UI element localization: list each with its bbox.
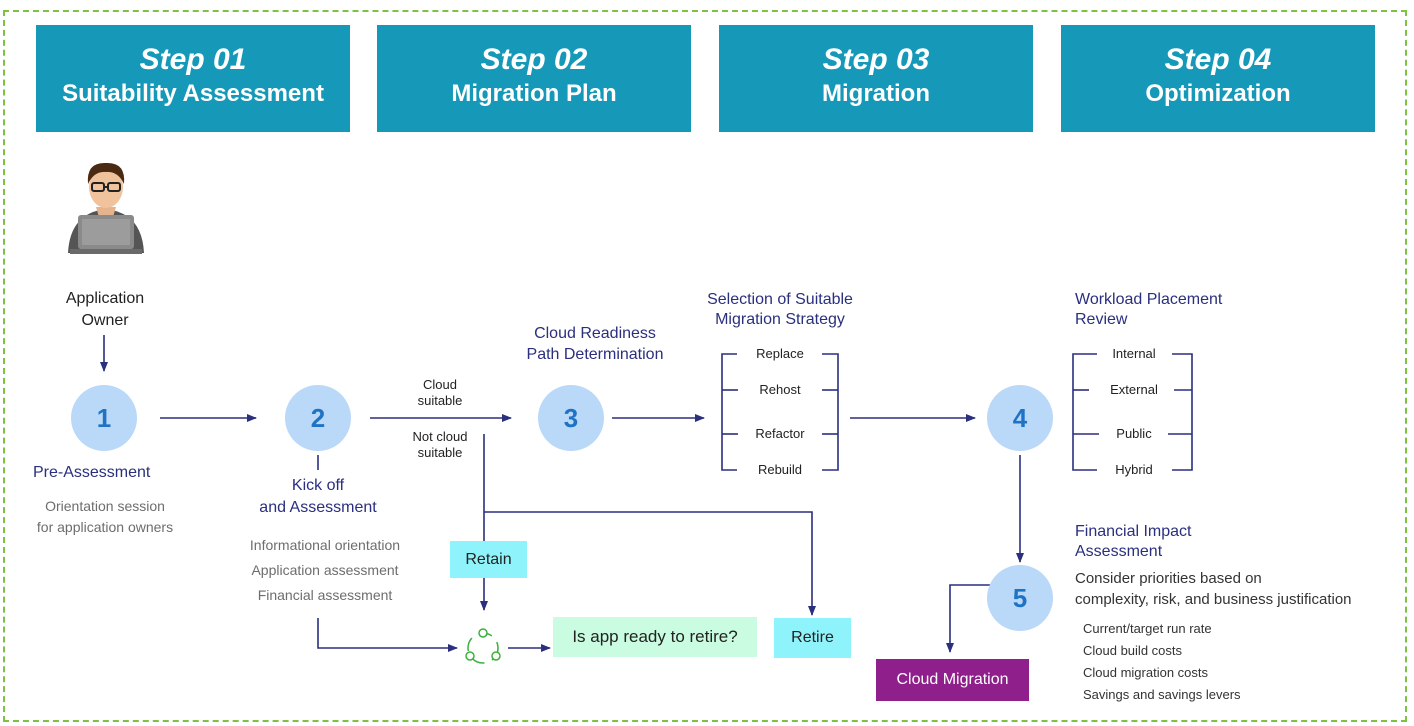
step-04-header: Step 04 Optimization [1061, 25, 1375, 132]
step-03-title: Migration [822, 80, 930, 107]
kickoff-title: Kick off and Assessment [228, 475, 408, 519]
workload-placement-line-1: Workload Placement [1075, 291, 1223, 308]
step-circle-4: 4 [987, 385, 1053, 451]
pre-assessment-title: Pre-Assessment [33, 464, 151, 481]
financial-item: Savings and savings levers [1083, 687, 1241, 702]
workload-placement-line-2: Review [1075, 311, 1128, 328]
financial-item: Current/target run rate [1083, 621, 1212, 636]
step-01-number: Step 01 [139, 43, 247, 76]
kickoff-title-line-1: Kick off [291, 477, 345, 494]
step-02-header: Step 02 Migration Plan [377, 25, 691, 132]
financial-impact-line-1: Financial Impact [1075, 523, 1192, 540]
financial-impact-line-2: Assessment [1075, 543, 1163, 560]
owner-line-2: Owner [81, 312, 129, 329]
cloud-readiness-title: Cloud Readiness Path Determination [500, 323, 690, 365]
step-04-title: Optimization [1145, 80, 1291, 107]
step-04-number: Step 04 [1164, 43, 1272, 76]
kickoff-title-line-2: and Assessment [259, 499, 377, 516]
financial-item: Cloud build costs [1083, 643, 1182, 658]
cycle-icon [465, 628, 501, 664]
step-03-header: Step 03 Migration [719, 25, 1033, 132]
financial-item: Cloud migration costs [1083, 665, 1208, 680]
step-circle-2: 2 [285, 385, 351, 451]
kickoff-item: Application assessment [251, 562, 399, 578]
workload-option: Internal [1112, 346, 1156, 361]
step-circle-3: 3 [538, 385, 604, 451]
pre-assessment-desc-line-2: for application owners [36, 519, 174, 535]
cloud-suitable-line-2: suitable [417, 393, 463, 408]
strategy-option: Rebuild [757, 462, 803, 477]
dashed-frame [3, 10, 1407, 722]
step-03-number: Step 03 [822, 43, 930, 76]
cloud-readiness-line-1: Cloud Readiness [534, 325, 656, 342]
cloud-migration-box: Cloud Migration [876, 659, 1029, 701]
financial-impact-title: Financial Impact Assessment [1075, 522, 1192, 562]
pre-assessment-desc: Orientation session for application owne… [10, 496, 200, 538]
retain-box: Retain [450, 541, 527, 578]
strategy-option: Replace [756, 346, 804, 361]
retire-question-box: Is app ready to retire? [553, 617, 757, 657]
application-owner-label: Application Owner [40, 288, 170, 332]
not-cloud-suitable-line-1: Not cloud [412, 429, 468, 444]
migration-strategy-title: Selection of Suitable Migration Strategy [680, 290, 880, 330]
migration-strategy-line-2: Migration Strategy [715, 311, 845, 328]
step-01-title: Suitability Assessment [62, 80, 324, 107]
workload-option: Hybrid [1115, 462, 1153, 477]
not-cloud-suitable-line-2: suitable [417, 445, 463, 460]
strategy-option: Rehost [759, 382, 801, 397]
cloud-suitable-label: Cloud suitable [405, 377, 475, 409]
financial-impact-desc-line-1: Consider priorities based on [1075, 570, 1262, 587]
workload-option: External [1110, 382, 1158, 397]
kickoff-items: Informational orientation Application as… [220, 533, 430, 608]
kickoff-item: Informational orientation [249, 537, 401, 553]
financial-impact-desc-line-2: complexity, risk, and business justifica… [1075, 591, 1352, 608]
financial-impact-desc: Consider priorities based on complexity,… [1075, 568, 1352, 610]
cloud-readiness-line-2: Path Determination [526, 346, 664, 363]
owner-line-1: Application [65, 290, 145, 307]
cloud-suitable-line-1: Cloud [423, 377, 457, 392]
workload-option: Public [1116, 426, 1152, 441]
migration-strategy-line-1: Selection of Suitable [707, 291, 853, 308]
not-cloud-suitable-label: Not cloud suitable [400, 429, 480, 461]
person-laptop-icon [68, 162, 144, 254]
step-02-title: Migration Plan [451, 80, 617, 107]
step-02-number: Step 02 [480, 43, 588, 76]
step-circle-5: 5 [987, 565, 1053, 631]
pre-assessment-desc-line-1: Orientation session [45, 498, 165, 514]
step-01-header: Step 01 Suitability Assessment [36, 25, 350, 132]
retire-box: Retire [774, 618, 851, 658]
financial-impact-items: Current/target run rate Cloud build cost… [1083, 618, 1241, 706]
kickoff-item: Financial assessment [257, 587, 393, 603]
workload-placement-title: Workload Placement Review [1075, 290, 1222, 330]
strategy-option: Refactor [755, 426, 805, 441]
step-circle-1: 1 [71, 385, 137, 451]
